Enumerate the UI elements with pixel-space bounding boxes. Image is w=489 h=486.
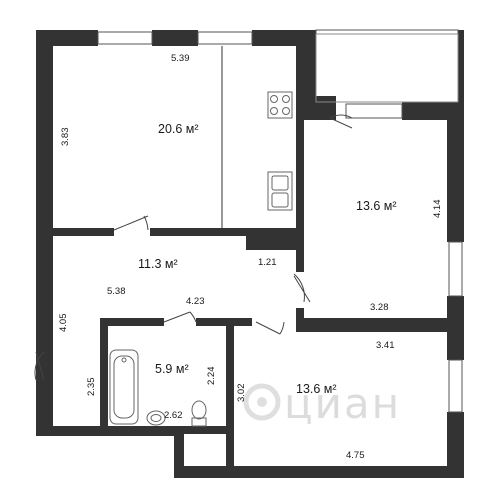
room-labels: 20.6 м² 13.6 м² 11.3 м² 5.9 м² 13.6 м² — [138, 122, 397, 396]
window — [197, 31, 253, 45]
area-bedroom-top: 13.6 м² — [356, 199, 397, 213]
dim-hall-side: 2.35 — [86, 378, 97, 397]
wall — [447, 412, 464, 478]
watermark: циан — [243, 379, 401, 428]
window — [315, 29, 459, 35]
wall — [150, 228, 302, 236]
area-kitchen-living: 20.6 м² — [158, 122, 199, 136]
wall — [152, 30, 198, 46]
doors — [34, 114, 353, 381]
wall — [174, 466, 464, 478]
dim-kitchen-width: 5.39 — [171, 53, 190, 64]
watermark-logo-icon — [243, 383, 281, 421]
wall — [36, 426, 176, 436]
dim-hall-corridor: 4.23 — [186, 296, 205, 307]
bathtub-icon — [109, 349, 139, 425]
wall — [296, 318, 464, 332]
fixtures — [109, 91, 293, 427]
door-bedroom-bottom — [255, 321, 285, 335]
door-kitchen — [113, 215, 149, 231]
dim-bedroom-top-height: 4.14 — [432, 200, 443, 219]
sink-icon — [267, 171, 293, 211]
window — [345, 103, 403, 119]
dim-bathroom-width: 2.62 — [164, 410, 183, 421]
dimension-labels: 5.39 3.83 4.14 3.28 1.21 5.38 4.23 4.05 … — [58, 53, 443, 461]
area-hall: 11.3 м² — [138, 257, 178, 271]
wall — [36, 228, 114, 236]
dim-bedroom-bottom-side: 3.02 — [236, 384, 247, 403]
door-balcony — [329, 114, 353, 129]
dim-hall-width: 4.05 — [58, 314, 69, 333]
window — [448, 241, 463, 297]
wall — [447, 102, 464, 242]
dim-bathroom-height: 2.24 — [206, 367, 217, 386]
window — [448, 359, 463, 413]
washbasin-icon — [146, 410, 166, 426]
dim-bedroom-top-width: 3.28 — [370, 302, 389, 313]
door-entrance — [34, 351, 45, 381]
wall — [458, 30, 464, 102]
wall — [36, 110, 53, 435]
dim-kitchen-height: 3.83 — [60, 128, 71, 147]
area-bathroom: 5.9 м² — [155, 362, 189, 376]
toilet-icon — [191, 400, 207, 427]
balcony-outline — [315, 33, 459, 103]
wall — [100, 318, 108, 430]
windows — [97, 29, 463, 413]
walls — [36, 30, 464, 478]
wall — [246, 228, 302, 250]
wall — [296, 30, 316, 114]
wall — [176, 426, 234, 434]
wall — [196, 318, 252, 326]
window — [97, 31, 153, 45]
wall — [226, 318, 234, 468]
dim-bedroom-bottom-top: 3.41 — [376, 340, 395, 351]
area-bedroom-bottom: 13.6 м² — [296, 382, 337, 396]
dim-closet: 1.21 — [258, 257, 277, 268]
wall — [36, 30, 53, 110]
watermark-text: циан — [284, 379, 401, 428]
wall — [296, 112, 304, 272]
dim-bedroom-bottom-bottom: 4.75 — [346, 450, 365, 461]
stove-icon — [267, 91, 293, 119]
wall — [174, 426, 184, 478]
door-bathroom — [163, 311, 197, 323]
watermark-logo-dot — [257, 397, 267, 407]
door-bedroom-top — [293, 273, 311, 303]
dim-hall-length: 5.38 — [107, 286, 126, 297]
wall — [296, 308, 304, 326]
wall — [100, 318, 164, 326]
